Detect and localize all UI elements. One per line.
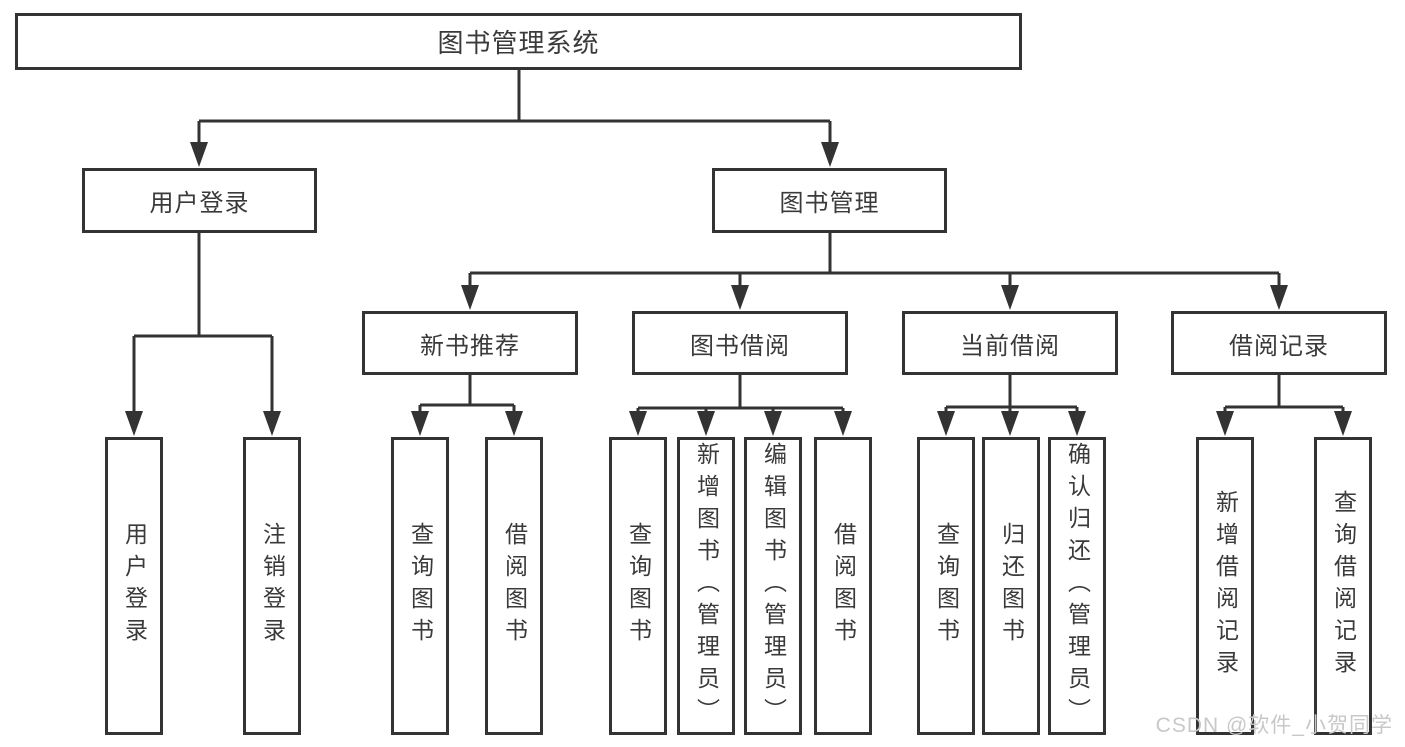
connector-root-to-level2 [197, 70, 832, 148]
arrow-down-icon [263, 411, 281, 436]
arrowheads [125, 142, 1352, 436]
arrow-down-icon [125, 411, 143, 436]
leaf-edit-book-admin: 编辑图书（管理员） [744, 437, 802, 735]
node-book-borrow: 图书借阅 [632, 311, 848, 375]
arrow-down-icon [411, 411, 429, 436]
node-root: 图书管理系统 [15, 13, 1022, 70]
arrow-down-icon [697, 411, 715, 436]
connector-book-borrow-children [636, 375, 845, 418]
leaf-query-borrow-record: 查询借阅记录 [1314, 437, 1372, 735]
node-user-login: 用户登录 [82, 168, 317, 233]
arrow-down-icon [764, 411, 782, 436]
arrow-down-icon [821, 142, 839, 167]
leaf-recommend-borrow-book: 借阅图书 [485, 437, 543, 735]
connector-borrow-records-children [1223, 375, 1345, 418]
node-book-management: 图书管理 [712, 168, 947, 233]
connector-new-book-children [418, 375, 516, 418]
connector-user-login-children [132, 233, 274, 418]
node-borrow-records: 借阅记录 [1171, 311, 1387, 375]
arrow-down-icon [1270, 285, 1288, 310]
arrow-down-icon [505, 411, 523, 436]
leaf-recommend-query-book: 查询图书 [391, 437, 449, 735]
arrow-down-icon [1216, 411, 1234, 436]
arrow-down-icon [1001, 411, 1019, 436]
connector-book-mgmt-to-level3 [468, 233, 1281, 292]
csdn-watermark: CSDN @软件_小贺同学 [1155, 714, 1393, 737]
arrow-down-icon [834, 411, 852, 436]
arrow-down-icon [937, 411, 955, 436]
node-current-borrow: 当前借阅 [902, 311, 1118, 375]
leaf-confirm-return-admin: 确认归还（管理员） [1048, 437, 1106, 735]
leaf-borrow-book: 借阅图书 [814, 437, 872, 735]
arrow-down-icon [190, 142, 208, 167]
arrow-down-icon [731, 285, 749, 310]
arrow-down-icon [1334, 411, 1352, 436]
arrow-down-icon [1068, 411, 1086, 436]
arrow-down-icon [461, 285, 479, 310]
leaf-logout: 注销登录 [243, 437, 301, 735]
leaf-return-book: 归还图书 [982, 437, 1040, 735]
node-new-book-recommend: 新书推荐 [362, 311, 578, 375]
leaf-add-book-admin: 新增图书（管理员） [677, 437, 735, 735]
leaf-add-borrow-record: 新增借阅记录 [1196, 437, 1254, 735]
arrow-down-icon [629, 411, 647, 436]
leaf-borrow-query-book: 查询图书 [609, 437, 667, 735]
arrow-down-icon [1001, 285, 1019, 310]
leaf-user-login: 用户登录 [105, 437, 163, 735]
leaf-current-query-book: 查询图书 [917, 437, 975, 735]
